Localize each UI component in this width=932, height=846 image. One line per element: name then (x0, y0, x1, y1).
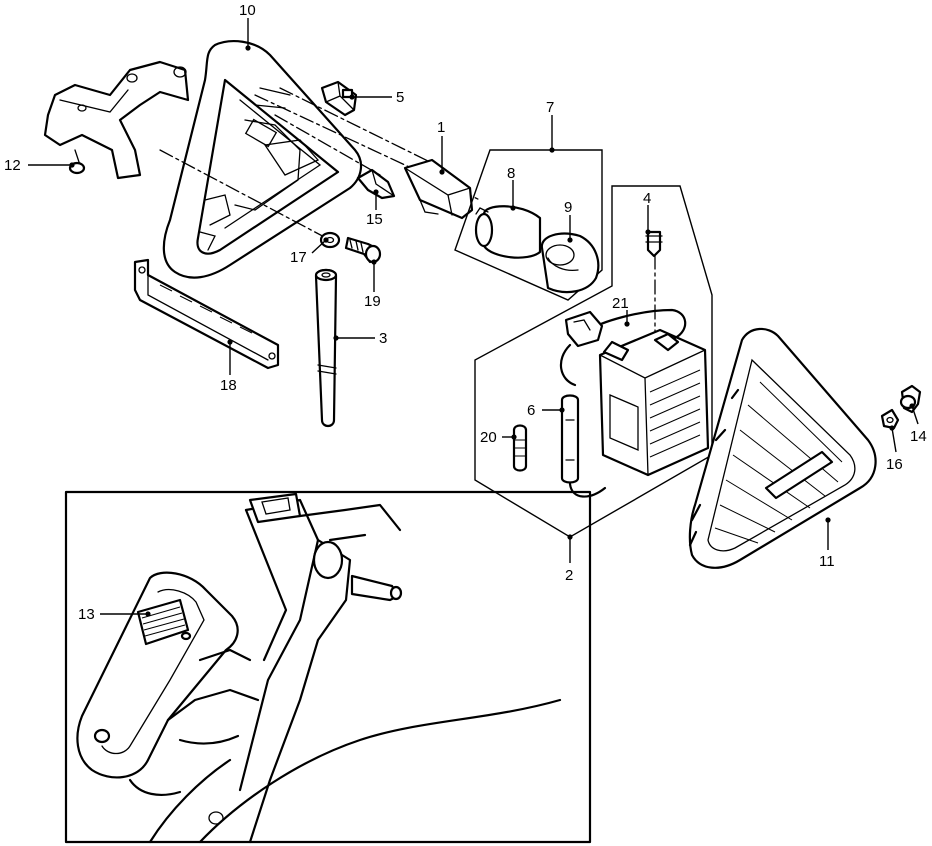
part-14-knob (899, 384, 922, 414)
callout-14: 14 (910, 428, 927, 445)
callout-8: 8 (507, 165, 515, 182)
part-15-clip (356, 168, 396, 200)
callout-labels: 10 12 5 1 7 8 9 15 17 19 3 18 4 21 6 20 … (4, 2, 927, 623)
part-17-washer (319, 231, 341, 249)
leader-lines (28, 18, 919, 617)
callout-10: 10 (239, 2, 256, 19)
callout-6: 6 (527, 402, 535, 419)
callout-17: 17 (290, 249, 307, 266)
part-11-side-cover (688, 327, 877, 569)
inset-frame-view (64, 490, 592, 844)
callout-18: 18 (220, 377, 237, 394)
part-5-connector (320, 80, 358, 117)
callout-1: 1 (437, 119, 445, 136)
part-1-regulator (403, 158, 474, 220)
callout-21: 21 (612, 295, 629, 312)
part-12-bracket (43, 60, 190, 180)
part-18-strap (133, 258, 280, 370)
callout-3: 3 (379, 330, 387, 347)
battery (598, 328, 710, 477)
part-10-battery-case (162, 40, 363, 279)
callout-5: 5 (396, 89, 404, 106)
callout-19: 19 (364, 293, 381, 310)
callout-9: 9 (564, 199, 572, 216)
callout-15: 15 (366, 211, 383, 228)
callout-11: 11 (819, 553, 835, 570)
part-6-fuse-tube (560, 394, 607, 498)
part-7-group-outline (454, 149, 603, 301)
callout-20: 20 (480, 429, 497, 446)
callout-7: 7 (546, 99, 554, 116)
callout-16: 16 (886, 456, 903, 473)
part-3-tube (314, 268, 338, 428)
part-20-spare-fuse (512, 424, 528, 472)
callout-4: 4 (643, 190, 651, 207)
callout-2: 2 (565, 567, 573, 584)
callout-13: 13 (78, 606, 95, 623)
part-19-bolt (344, 236, 382, 264)
part-4-terminal-screw (645, 230, 663, 258)
part-8-fuse-holder (474, 205, 542, 259)
part-9-fuse-cap (540, 232, 600, 294)
callout-12: 12 (4, 157, 21, 174)
part-21-cable (559, 308, 687, 387)
part-16-grommet (880, 408, 900, 430)
